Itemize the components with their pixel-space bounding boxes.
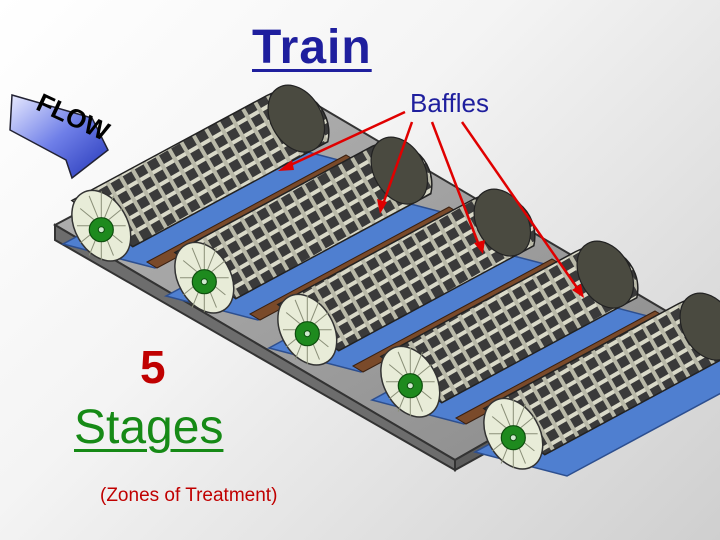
flow-arrow: FLOW [9, 87, 115, 180]
shaft [97, 226, 105, 234]
cylinder-back-cap [679, 292, 720, 361]
shaft [406, 382, 414, 390]
rbc-stage-unit [482, 292, 720, 470]
rbc-stage-unit [70, 84, 330, 262]
baffles-label: Baffles [410, 88, 490, 118]
cylinder-back-cap [370, 136, 429, 205]
flow-arrow-shape [9, 94, 109, 180]
shaft [303, 330, 311, 338]
cylinder-back-cap [576, 240, 635, 309]
baffle-arrow-2 [380, 121, 414, 208]
rbc-stage-unit [276, 188, 536, 366]
stage-units [70, 84, 720, 470]
zones-subtitle: (Zones of Treatment) [100, 485, 278, 506]
shaft [200, 278, 208, 286]
rbc-stage-unit [379, 240, 639, 418]
shaft [509, 434, 517, 442]
baffle-pointers [278, 110, 584, 298]
baffle-arrow-4 [460, 121, 582, 293]
rbc-stage-unit [173, 136, 433, 314]
baffle-arrow-1 [283, 110, 406, 170]
stages-count: 5 [140, 341, 166, 393]
stages-label: Stages [74, 401, 224, 454]
baffle-arrowhead-4 [572, 284, 584, 298]
baffle-arrowhead-2 [377, 199, 387, 214]
cylinder-back-cap [267, 84, 326, 153]
baffle-arrow-3 [430, 121, 482, 249]
baffle-arrowhead-3 [474, 240, 485, 254]
diagram-title: Train [252, 21, 372, 74]
baffle-arrowhead-1 [278, 160, 294, 171]
